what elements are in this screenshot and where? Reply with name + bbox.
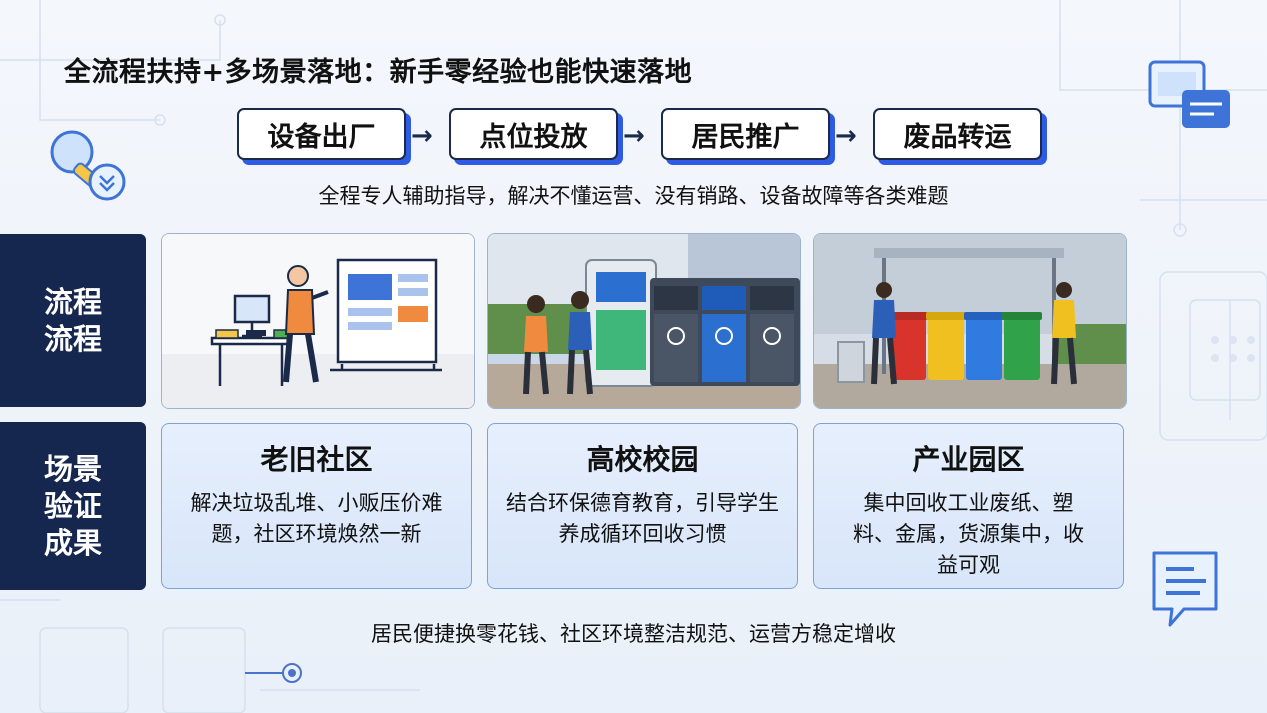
flow-step-3: 居民推广 — [661, 108, 830, 160]
scene-description: 解决垃圾乱堆、小贩压价难题，社区环境焕然一新 — [190, 491, 443, 546]
flow-subtitle: 全程专人辅助指导，解决不懂运营、没有销路、设备故障等各类难题 — [318, 184, 949, 208]
scene-description: 结合环保德育教育，引导学生养成循环回收习惯 — [506, 491, 779, 546]
recycling-machine-scene — [487, 233, 801, 409]
sorting-bins-scene — [813, 233, 1127, 409]
scene-title: 老旧社区 — [260, 443, 373, 476]
flow-step-2: 点位投放 — [449, 108, 618, 160]
id-card-icon — [1148, 60, 1234, 136]
side-label-process: 流程流程 — [0, 234, 146, 407]
side-label-scenes: 场景验证成果 — [0, 422, 146, 590]
scene-title: 高校校园 — [586, 443, 699, 476]
scene-title: 产业园区 — [912, 443, 1025, 476]
arrow-right-icon: → — [623, 121, 645, 151]
page-title: 全流程扶持+多场景落地：新手零经验也能快速落地 — [64, 57, 693, 88]
arrow-right-icon: → — [411, 121, 433, 151]
arrow-right-icon: → — [835, 121, 857, 151]
benefits-summary: 居民便捷换零花钱、社区环境整洁规范、运营方稳定增收 — [371, 622, 896, 646]
flow-step-4: 废品转运 — [873, 108, 1042, 160]
side-label-process-text: 流程流程 — [43, 284, 102, 356]
chat-document-icon — [1150, 547, 1222, 633]
scene-description: 集中回收工业废纸、塑料、金属，货源集中，收益可观 — [853, 491, 1084, 577]
scene-card-industrial-park: 产业园区 集中回收工业废纸、塑料、金属，货源集中，收益可观 — [813, 423, 1124, 589]
training-scene-illustration — [161, 233, 475, 409]
search-download-icon — [45, 128, 130, 210]
scene-card-old-community: 老旧社区 解决垃圾乱堆、小贩压价难题，社区环境焕然一新 — [161, 423, 472, 589]
flow-step-1: 设备出厂 — [237, 108, 406, 160]
side-label-scenes-text: 场景验证成果 — [43, 451, 102, 560]
scene-card-campus: 高校校园 结合环保德育教育，引导学生养成循环回收习惯 — [487, 423, 798, 589]
